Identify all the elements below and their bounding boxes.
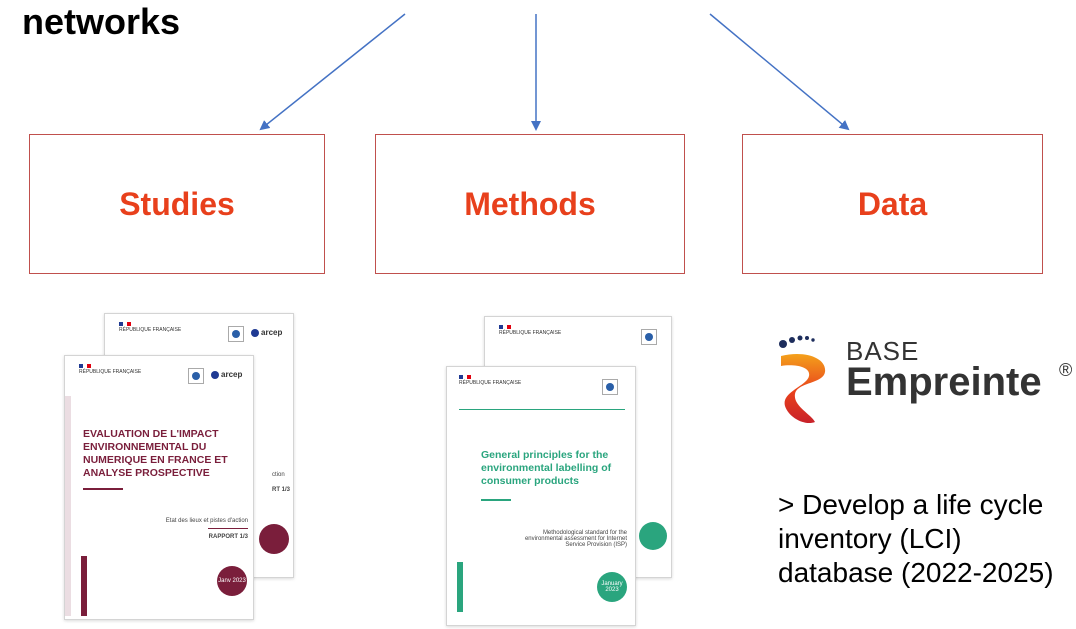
data-box: Data (742, 134, 1043, 274)
republique-logo: RÉPUBLIQUE FRANÇAISE (499, 325, 561, 336)
studies-report-front: RÉPUBLIQUE FRANÇAISE arcep EVALUATION DE… (64, 355, 254, 620)
date-badge-back (259, 524, 289, 554)
methods-subtitle: Methodological standard for the environm… (524, 530, 627, 548)
data-description: > Develop a life cycle inventory (LCI) d… (778, 489, 1054, 588)
methods-label: Methods (464, 185, 596, 222)
methods-doc-front: RÉPUBLIQUE FRANÇAISE General principles … (446, 366, 636, 626)
arcep-logo: arcep (251, 328, 282, 337)
arrow-to-data (709, 13, 850, 131)
republique-logo: RÉPUBLIQUE FRANÇAISE (119, 322, 181, 333)
methods-box: Methods (375, 134, 685, 274)
methods-title: General principles for the environmental… (481, 449, 612, 487)
side-strip (457, 562, 463, 612)
report-subtitle: Etat des lieux et pistes d'action (165, 518, 248, 524)
back-action-text: ction (272, 472, 285, 478)
emblem-icon (641, 329, 657, 345)
date-badge: Janv 2023 (217, 566, 247, 596)
arcep-logo: arcep (211, 370, 242, 379)
logo-empreinte-text: Empreinte (846, 360, 1042, 404)
date-badge-back (639, 522, 667, 550)
studies-label: Studies (119, 185, 235, 222)
date-badge: January 2023 (597, 572, 627, 602)
studies-box: Studies (29, 134, 325, 274)
footprint-icon (779, 335, 826, 424)
registered-mark: ® (1059, 360, 1073, 380)
republique-logo: RÉPUBLIQUE FRANÇAISE (459, 375, 521, 386)
report-number: RAPPORT 1/3 (208, 534, 248, 540)
emblem-icon (188, 368, 204, 384)
side-strip (81, 556, 87, 616)
section-title: networks (22, 1, 181, 42)
emblem-icon (228, 326, 244, 342)
report-title: EVALUATION DE L'IMPACT ENVIRONNEMENTAL D… (83, 428, 228, 479)
republique-logo: RÉPUBLIQUE FRANÇAISE (79, 364, 141, 375)
back-report-text: RT 1/3 (272, 487, 291, 493)
emblem-icon (602, 379, 618, 395)
logo-base-text: BASE (846, 336, 920, 366)
arrow-to-studies (259, 13, 406, 131)
data-label: Data (857, 185, 928, 222)
